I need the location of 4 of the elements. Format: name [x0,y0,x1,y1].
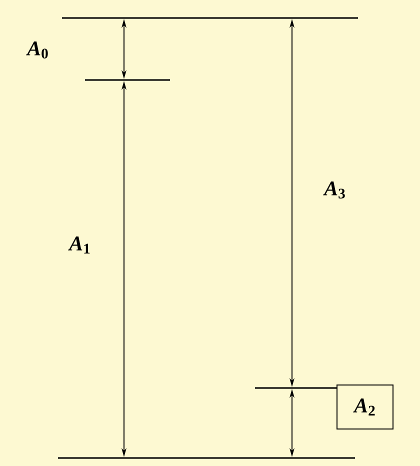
boxed-label: A$_{2}$ [336,384,394,430]
dimension-label: A$_{1}$ [68,236,90,254]
dimension-label: A$_{3}$ [323,181,345,199]
dimension-label: A$_{0}$ [26,41,48,59]
